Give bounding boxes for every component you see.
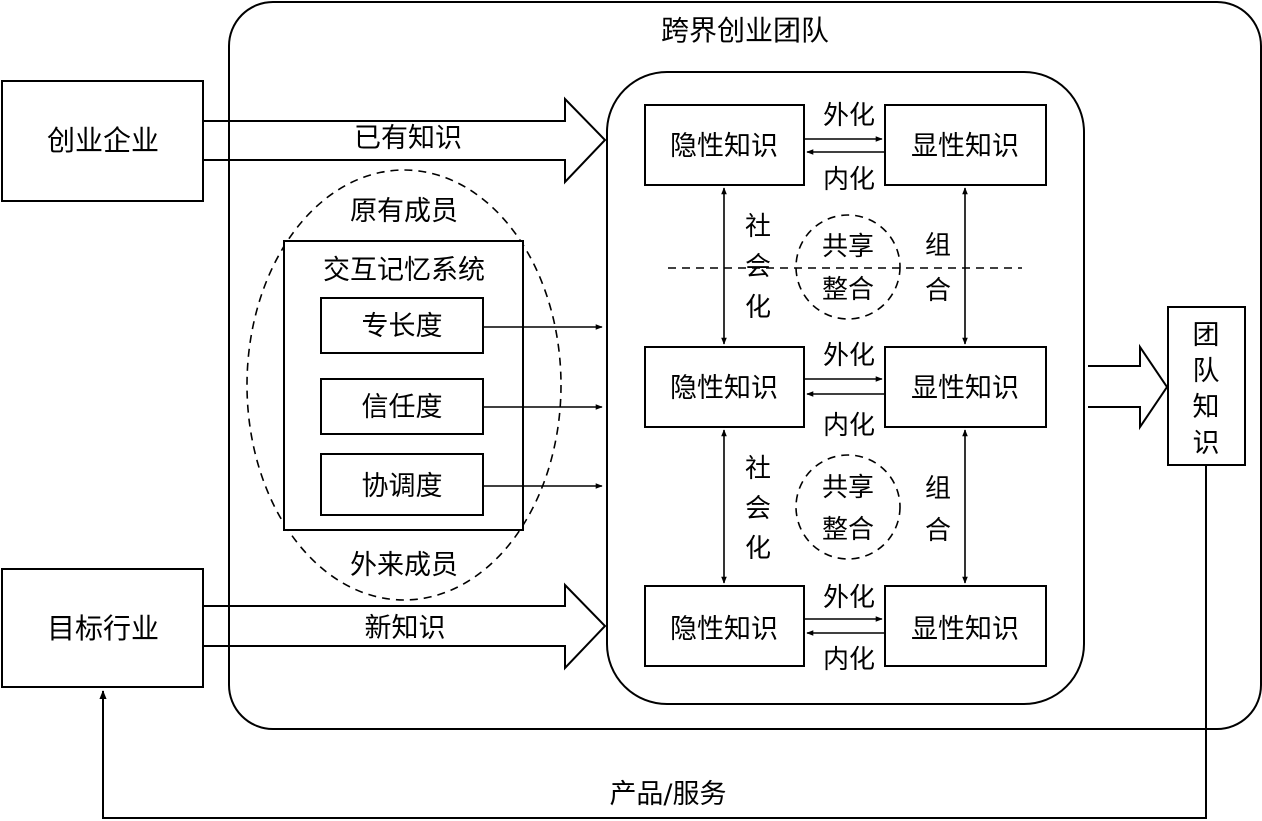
externalize-label-1: 外化 xyxy=(823,101,875,131)
tms-title: 交互记忆系统 xyxy=(323,255,485,286)
team-knowledge-char-4: 识 xyxy=(1193,428,1220,459)
trust-box xyxy=(320,378,484,435)
share-label-upper: 共享 xyxy=(822,232,874,262)
source-company-label: 创业企业 xyxy=(47,124,159,157)
internalize-label-3: 内化 xyxy=(823,645,875,675)
team-knowledge-arrow xyxy=(1088,343,1169,431)
combination-char-2b: 合 xyxy=(925,516,951,546)
target-industry-box xyxy=(1,568,204,688)
share-integrate-circle-lower xyxy=(795,454,901,560)
entrepreneurial-team-container xyxy=(228,1,1262,730)
new-knowledge-label: 新知识 xyxy=(365,613,446,644)
socialization-char-1: 社 xyxy=(745,212,771,242)
team-knowledge-box xyxy=(1167,306,1246,466)
external-members-label: 外来成员 xyxy=(350,550,458,581)
combination-char-1: 组 xyxy=(925,231,951,261)
externalize-label-2: 外化 xyxy=(823,341,875,371)
existing-knowledge-label: 已有知识 xyxy=(354,123,462,154)
tacit-knowledge-box-1 xyxy=(644,104,805,186)
combination-char-1b: 组 xyxy=(925,474,951,504)
explicit-knowledge-box-2 xyxy=(884,346,1047,428)
tacit-knowledge-label-2: 隐性知识 xyxy=(670,373,778,404)
members-ellipse xyxy=(246,169,562,601)
internalize-label-2: 内化 xyxy=(823,411,875,441)
combination-char-2: 合 xyxy=(925,276,951,306)
share-integrate-circle-upper xyxy=(795,214,901,320)
integrate-label-lower: 整合 xyxy=(822,515,874,545)
integrate-label-upper: 整合 xyxy=(822,275,874,305)
explicit-knowledge-box-3 xyxy=(884,585,1047,667)
socialization-char-2b: 会 xyxy=(745,494,771,524)
tacit-knowledge-box-3 xyxy=(644,585,805,667)
share-label-lower: 共享 xyxy=(822,473,874,503)
existing-knowledge-arrow xyxy=(203,96,607,185)
tacit-knowledge-box-2 xyxy=(644,346,805,428)
coordination-box xyxy=(320,453,484,516)
socialization-char-2: 会 xyxy=(745,252,771,282)
feedback-label: 产品/服务 xyxy=(609,779,726,810)
coordination-label: 协调度 xyxy=(362,471,443,502)
new-knowledge-arrow xyxy=(203,582,607,671)
externalize-label-3: 外化 xyxy=(823,583,875,613)
tacit-knowledge-label-1: 隐性知识 xyxy=(670,131,778,162)
team-knowledge-char-3: 知 xyxy=(1193,392,1220,423)
source-company-box xyxy=(1,80,204,202)
explicit-knowledge-label-1: 显性知识 xyxy=(911,131,1019,162)
explicit-knowledge-label-3: 显性知识 xyxy=(911,614,1019,645)
expertise-box xyxy=(320,297,484,354)
internalize-label-1: 内化 xyxy=(823,165,875,195)
knowledge-conversion-container xyxy=(606,71,1085,705)
original-members-label: 原有成员 xyxy=(350,196,458,227)
socialization-char-3b: 化 xyxy=(745,534,771,564)
trust-label: 信任度 xyxy=(362,392,443,423)
explicit-knowledge-label-2: 显性知识 xyxy=(911,373,1019,404)
team-title: 跨界创业团队 xyxy=(661,14,829,47)
target-industry-label: 目标行业 xyxy=(47,612,159,645)
socialization-char-1b: 社 xyxy=(745,454,771,484)
team-knowledge-char-2: 队 xyxy=(1193,356,1220,387)
expertise-label: 专长度 xyxy=(362,311,443,342)
socialization-char-3: 化 xyxy=(745,293,771,323)
explicit-knowledge-box-1 xyxy=(884,104,1047,186)
team-knowledge-char-1: 团 xyxy=(1193,320,1220,351)
tacit-knowledge-label-3: 隐性知识 xyxy=(670,614,778,645)
feedback-loop-line xyxy=(99,465,1207,819)
